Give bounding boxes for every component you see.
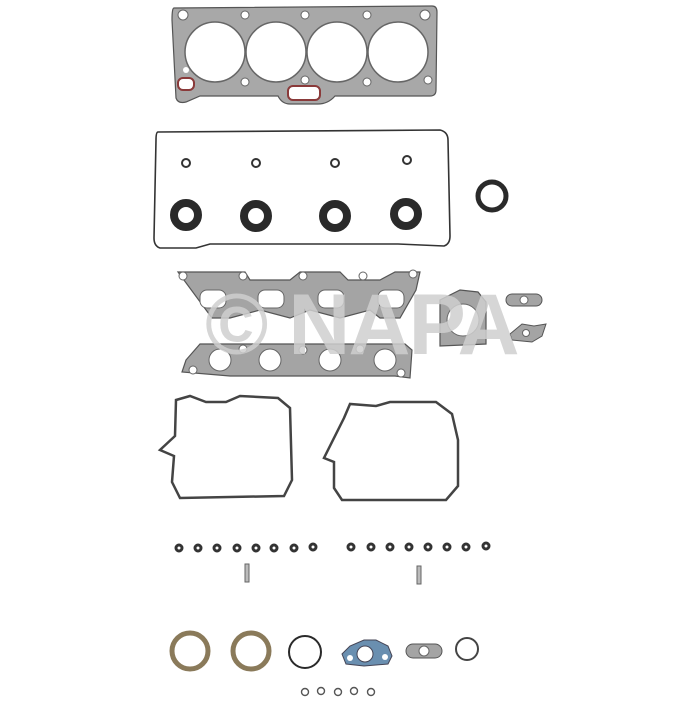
intake-manifold-gasket	[176, 269, 421, 319]
small-o-ring	[455, 637, 479, 661]
spark-plug-tube-seals-large	[170, 198, 422, 232]
napa-watermark: © NAPA	[205, 277, 520, 373]
throttle-body-gasket	[439, 289, 487, 347]
dowel-pins	[244, 563, 422, 585]
egr-gaskets	[505, 293, 547, 343]
timing-cover-gaskets	[157, 394, 460, 502]
tiny-o-rings	[300, 686, 376, 697]
valve-stem-seals	[174, 541, 491, 553]
exhaust-manifold-gasket	[181, 343, 413, 379]
small-flange-gasket	[405, 643, 443, 659]
cylinder-head-gasket	[171, 5, 438, 105]
blue-flange-gasket	[341, 639, 393, 667]
spark-plug-tube-seals-small	[181, 155, 412, 168]
bottom-seal-rings	[169, 630, 322, 672]
camshaft-seal	[475, 179, 509, 213]
valve-cover-gasket	[153, 129, 451, 249]
